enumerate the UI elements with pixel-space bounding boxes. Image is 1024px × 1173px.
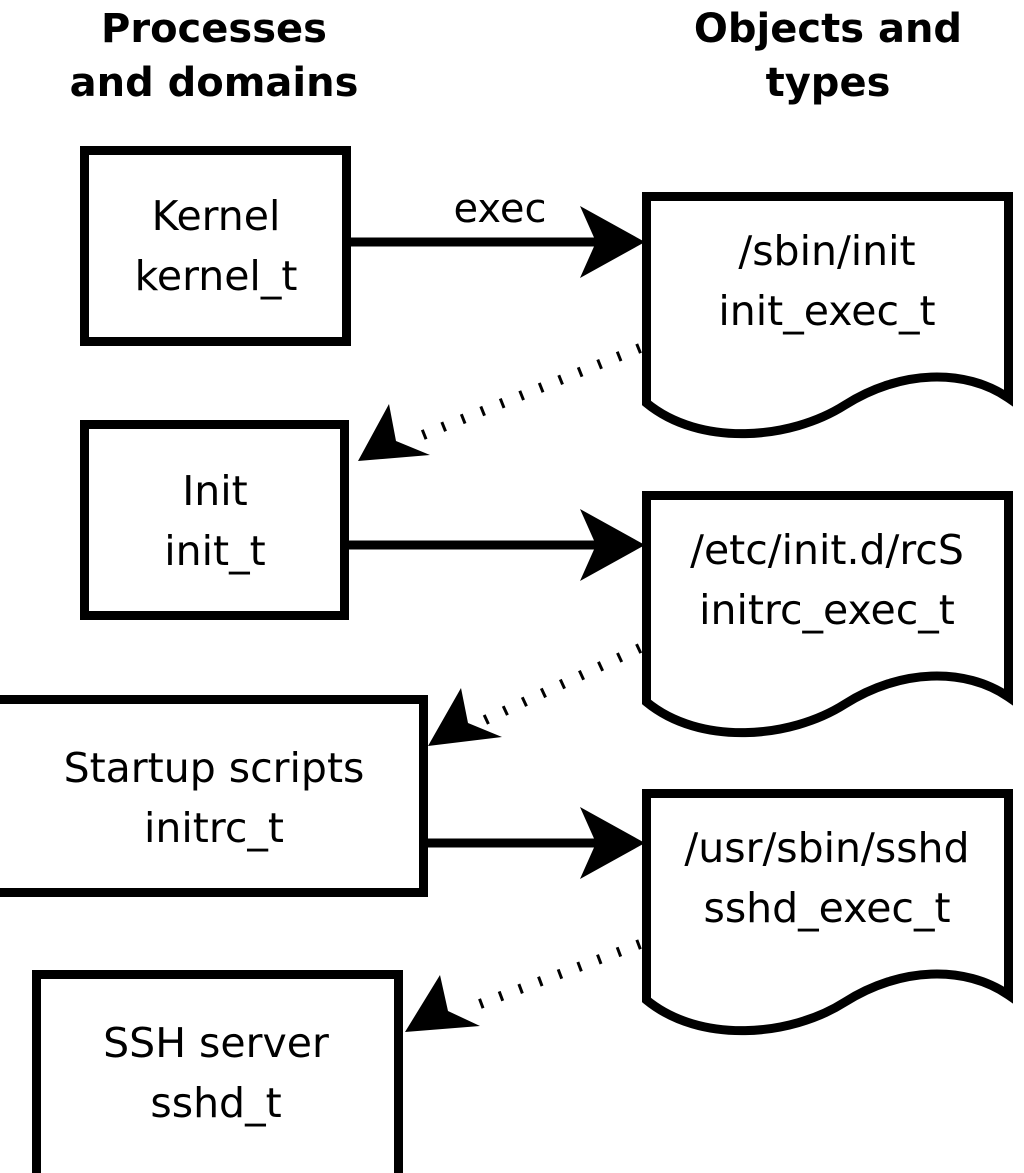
- node-init-exec-document[interactable]: [642, 192, 1013, 439]
- node-init-line2: init_t: [164, 527, 265, 575]
- column-heading-processes: Processes and domains: [70, 6, 359, 106]
- edge-line-sshd-exec-transition: [462, 939, 642, 1015]
- node-kernel[interactable]: Kernel kernel_t: [80, 146, 351, 346]
- node-kernel-line1: Kernel: [152, 192, 281, 240]
- arrow-head-init-exec: [580, 509, 645, 581]
- column-heading-objects-line1: Objects and: [694, 6, 962, 52]
- node-initrc-line1: Startup scripts: [64, 744, 365, 792]
- node-init-exec[interactable]: /sbin/init init_exec_t: [642, 192, 1013, 439]
- column-heading-objects-line2: types: [766, 60, 891, 106]
- arrow-head-initrc-exec: [580, 807, 645, 879]
- node-initrc-exec-line2: initrc_exec_t: [699, 586, 955, 634]
- node-sshd-exec-document[interactable]: [642, 789, 1013, 1036]
- edge-initrc-exec-sshd-exec: [428, 807, 645, 879]
- arrow-head-sshd-exec-transition: [405, 975, 480, 1032]
- node-init-box[interactable]: [80, 420, 349, 620]
- arrow-head-init-exec-transition: [358, 404, 430, 461]
- node-sshd-box[interactable]: [32, 970, 403, 1173]
- edge-label-exec: exec: [454, 186, 547, 232]
- column-heading-objects: Objects and types: [694, 6, 962, 106]
- edge-initrc-exec-transition-initrc: [428, 643, 643, 746]
- node-sshd-exec[interactable]: /usr/sbin/sshd sshd_exec_t: [642, 789, 1013, 1036]
- edge-init-exec-transition-init: [358, 343, 642, 461]
- arrow-head-initrc-exec-transition: [428, 688, 502, 746]
- node-init-line1: Init: [182, 467, 248, 515]
- edge-line-initrc-exec-transition: [480, 643, 643, 726]
- node-initrc-exec[interactable]: /etc/init.d/rcS initrc_exec_t: [642, 491, 1013, 738]
- node-sshd-exec-line1: /usr/sbin/sshd: [684, 824, 969, 872]
- node-initrc-line2: initrc_t: [144, 804, 284, 852]
- arrow-head-kernel-exec: [580, 206, 645, 278]
- node-initrc-exec-line1: /etc/init.d/rcS: [690, 526, 964, 574]
- edge-line-init-exec-transition: [406, 343, 642, 446]
- node-init-exec-line1: /sbin/init: [738, 227, 915, 275]
- node-initrc[interactable]: Startup scripts initrc_t: [0, 695, 428, 897]
- edge-init-exec-initrc-exec: [348, 509, 645, 581]
- node-sshd-line1: SSH server: [103, 1019, 329, 1067]
- node-sshd-exec-line2: sshd_exec_t: [703, 884, 950, 932]
- node-initrc-exec-document[interactable]: [642, 491, 1013, 738]
- node-kernel-line2: kernel_t: [135, 252, 298, 300]
- node-initrc-box[interactable]: [0, 695, 428, 897]
- edge-kernel-exec-init-exec: exec: [350, 186, 645, 278]
- edge-sshd-exec-transition-sshd: [405, 939, 642, 1032]
- node-sshd-line2: sshd_t: [150, 1079, 281, 1127]
- node-init[interactable]: Init init_t: [80, 420, 349, 620]
- node-kernel-box[interactable]: [80, 146, 351, 346]
- column-heading-processes-line1: Processes: [101, 6, 327, 52]
- node-sshd[interactable]: SSH server sshd_t: [32, 970, 403, 1173]
- node-init-exec-line2: init_exec_t: [718, 287, 935, 335]
- column-heading-processes-line2: and domains: [70, 60, 359, 106]
